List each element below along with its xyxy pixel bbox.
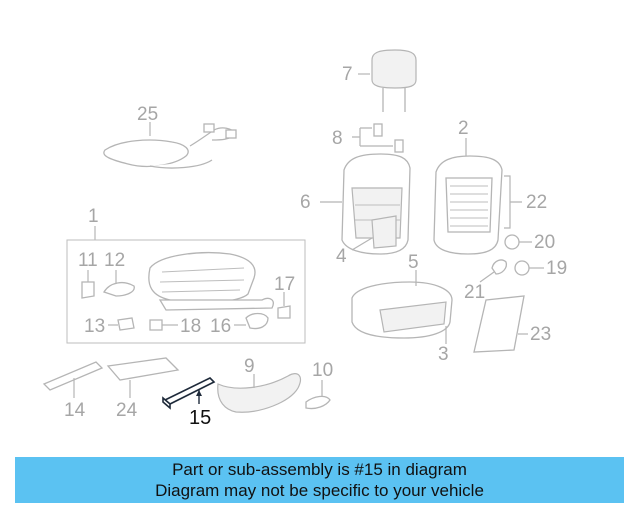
banner-line-2: Diagram may not be specific to your vehi… [155, 481, 484, 500]
callout-7: 7 [342, 64, 353, 85]
callout-16: 16 [210, 316, 231, 337]
callout-19: 19 [546, 258, 567, 279]
part-24-mat [106, 357, 180, 398]
part-6-backrest-cover [320, 153, 411, 255]
banner-line-1: Part or sub-assembly is #15 in diagram [172, 460, 467, 479]
part-23-panel [473, 295, 528, 353]
callout-23: 23 [530, 324, 551, 345]
callout-21: 21 [464, 282, 485, 303]
part-25-seat-heater [103, 122, 237, 169]
callout-2: 2 [458, 118, 469, 139]
callout-11: 11 [78, 250, 98, 271]
callout-6: 6 [300, 192, 311, 213]
callout-17: 17 [274, 274, 295, 295]
callout-15: 15 [189, 407, 211, 429]
part-10-lever [305, 380, 331, 410]
part-1-bracket [66, 226, 306, 344]
callout-12: 12 [104, 250, 125, 271]
seat-frame [148, 252, 274, 311]
part-7-headrest [358, 49, 417, 112]
part-9-side-cover [217, 373, 301, 413]
callout-1: 1 [88, 206, 99, 227]
callout-25: 25 [137, 104, 158, 125]
callout-4: 4 [336, 246, 347, 267]
callout-10: 10 [312, 360, 333, 381]
part-15-highlighted [162, 377, 216, 410]
callout-24: 24 [116, 400, 138, 421]
part-2-backrest-frame [433, 138, 503, 255]
part-8-headrest-guides [352, 123, 404, 153]
callout-13: 13 [84, 316, 105, 337]
part-5-cushion [351, 270, 453, 344]
part-14-rail-cover [42, 361, 104, 398]
callout-14: 14 [64, 400, 86, 421]
callout-22: 22 [526, 192, 547, 213]
callout-5: 5 [408, 252, 419, 273]
callout-18: 18 [180, 316, 201, 337]
callout-8: 8 [332, 128, 343, 149]
seat-parts-diagram: 25 7 8 6 4 2 22 [42, 49, 567, 429]
callout-3: 3 [438, 344, 449, 365]
callout-9: 9 [244, 356, 255, 377]
callout-20: 20 [534, 232, 555, 253]
info-banner: Part or sub-assembly is #15 in diagram D… [15, 457, 624, 503]
